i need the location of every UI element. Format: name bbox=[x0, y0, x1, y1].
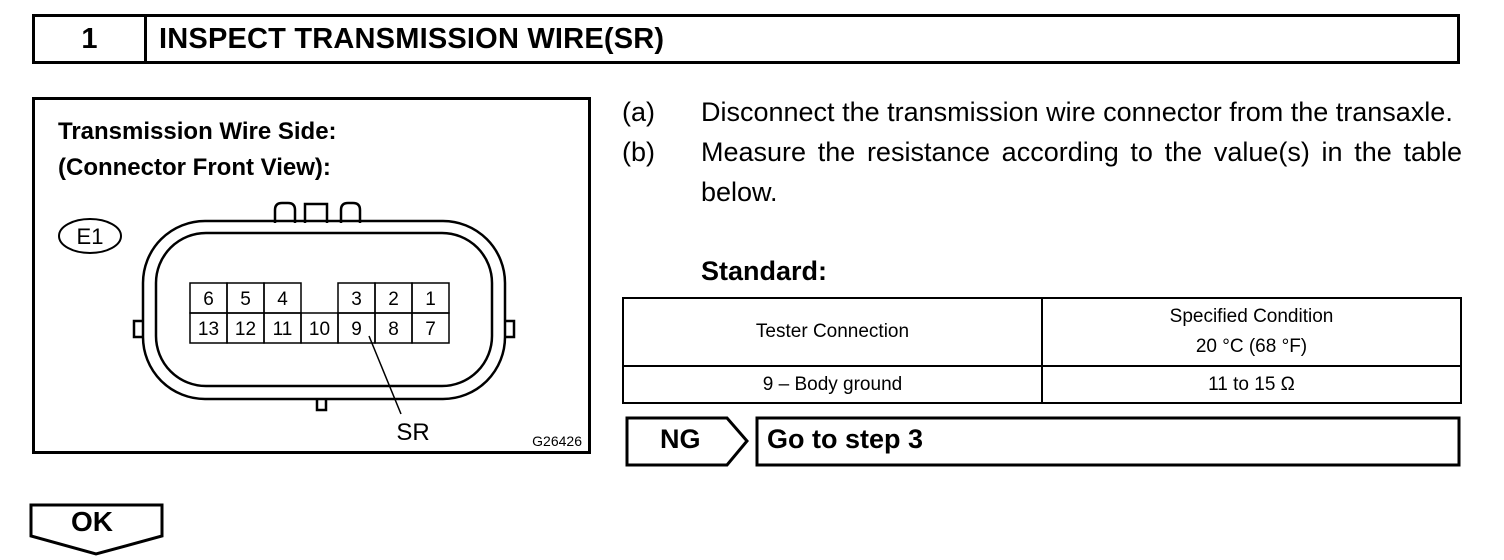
pin-label: 1 bbox=[425, 289, 436, 310]
figure-caption-line2: (Connector Front View): bbox=[58, 154, 331, 181]
cell-connection: 9 – Body ground bbox=[622, 365, 1043, 404]
sr-pointer-line bbox=[368, 335, 402, 415]
pin-label: 3 bbox=[351, 289, 362, 310]
instruction-text: Disconnect the transmission wire connect… bbox=[701, 97, 1453, 127]
ok-label: OK bbox=[71, 506, 113, 537]
pin-cell bbox=[411, 312, 450, 344]
figure-code: G26426 bbox=[532, 433, 582, 449]
ok-arrow-shape bbox=[29, 503, 164, 556]
pin-label: 2 bbox=[388, 289, 399, 310]
instruction-b: (b) Measure the resistance according to … bbox=[622, 132, 1462, 212]
sr-pointer-label: SR bbox=[396, 419, 429, 446]
table-header-row: Tester Connection Specified Condition 20… bbox=[622, 297, 1462, 367]
table-row: 9 – Body ground 11 to 15 Ω bbox=[622, 365, 1462, 404]
ng-label: NG bbox=[660, 424, 701, 454]
ng-target-box bbox=[755, 416, 1461, 467]
step-number: 1 bbox=[35, 17, 147, 61]
pin-label: 11 bbox=[273, 319, 293, 340]
pin-label: 8 bbox=[388, 319, 399, 340]
ng-target-link[interactable]: Go to step 3 bbox=[767, 424, 924, 454]
connector-diagram: E1 6 5 4 3 2 1 13 12 11 10 9 8 7 SR G26426 bbox=[58, 201, 582, 449]
instruction-a: (a) Disconnect the transmission wire con… bbox=[622, 92, 1462, 132]
standard-label: Standard: bbox=[701, 256, 828, 286]
pin-label: 6 bbox=[203, 289, 214, 310]
cell-condition: 11 to 15 Ω bbox=[1041, 365, 1462, 404]
step-header: 1 INSPECT TRANSMISSION WIRE(SR) bbox=[32, 14, 1460, 64]
header-condition-line2: 20 °C (68 °F) bbox=[1195, 336, 1308, 357]
connector-figure: Transmission Wire Side: (Connector Front… bbox=[32, 97, 591, 454]
pin-label: 5 bbox=[240, 289, 251, 310]
ng-arrow-shape bbox=[625, 416, 749, 467]
pin-label: 7 bbox=[425, 319, 436, 340]
figure-caption-line1: Transmission Wire Side: bbox=[58, 118, 337, 145]
header-tester-connection: Tester Connection bbox=[622, 297, 1043, 367]
instruction-text: Measure the resistance according to the … bbox=[701, 137, 1462, 207]
instruction-list: (a) Disconnect the transmission wire con… bbox=[622, 92, 1462, 212]
header-condition-line1: Specified Condition bbox=[1169, 306, 1334, 327]
instruction-letter: (a) bbox=[622, 97, 655, 127]
pin-grid: 6 5 4 3 2 1 13 12 11 10 9 8 7 bbox=[189, 282, 450, 344]
connector-id-callout: E1 bbox=[58, 218, 122, 254]
pin-label: 10 bbox=[309, 319, 330, 340]
pin-label: 4 bbox=[277, 289, 288, 310]
ng-branch-box bbox=[625, 416, 1461, 467]
connector-latch bbox=[273, 201, 362, 223]
header-specified-condition: Specified Condition 20 °C (68 °F) bbox=[1041, 297, 1462, 367]
figure-caption: Transmission Wire Side: (Connector Front… bbox=[58, 114, 337, 186]
pin-label: 13 bbox=[198, 319, 219, 340]
spec-table: Tester Connection Specified Condition 20… bbox=[622, 297, 1462, 404]
pin-label: 12 bbox=[235, 319, 256, 340]
pin-label: 9 bbox=[351, 319, 362, 340]
ok-arrow-box bbox=[29, 503, 164, 556]
connector-id-label: E1 bbox=[77, 224, 104, 249]
instruction-letter: (b) bbox=[622, 137, 655, 167]
step-title: INSPECT TRANSMISSION WIRE(SR) bbox=[159, 22, 665, 55]
connector-housing bbox=[132, 219, 516, 412]
